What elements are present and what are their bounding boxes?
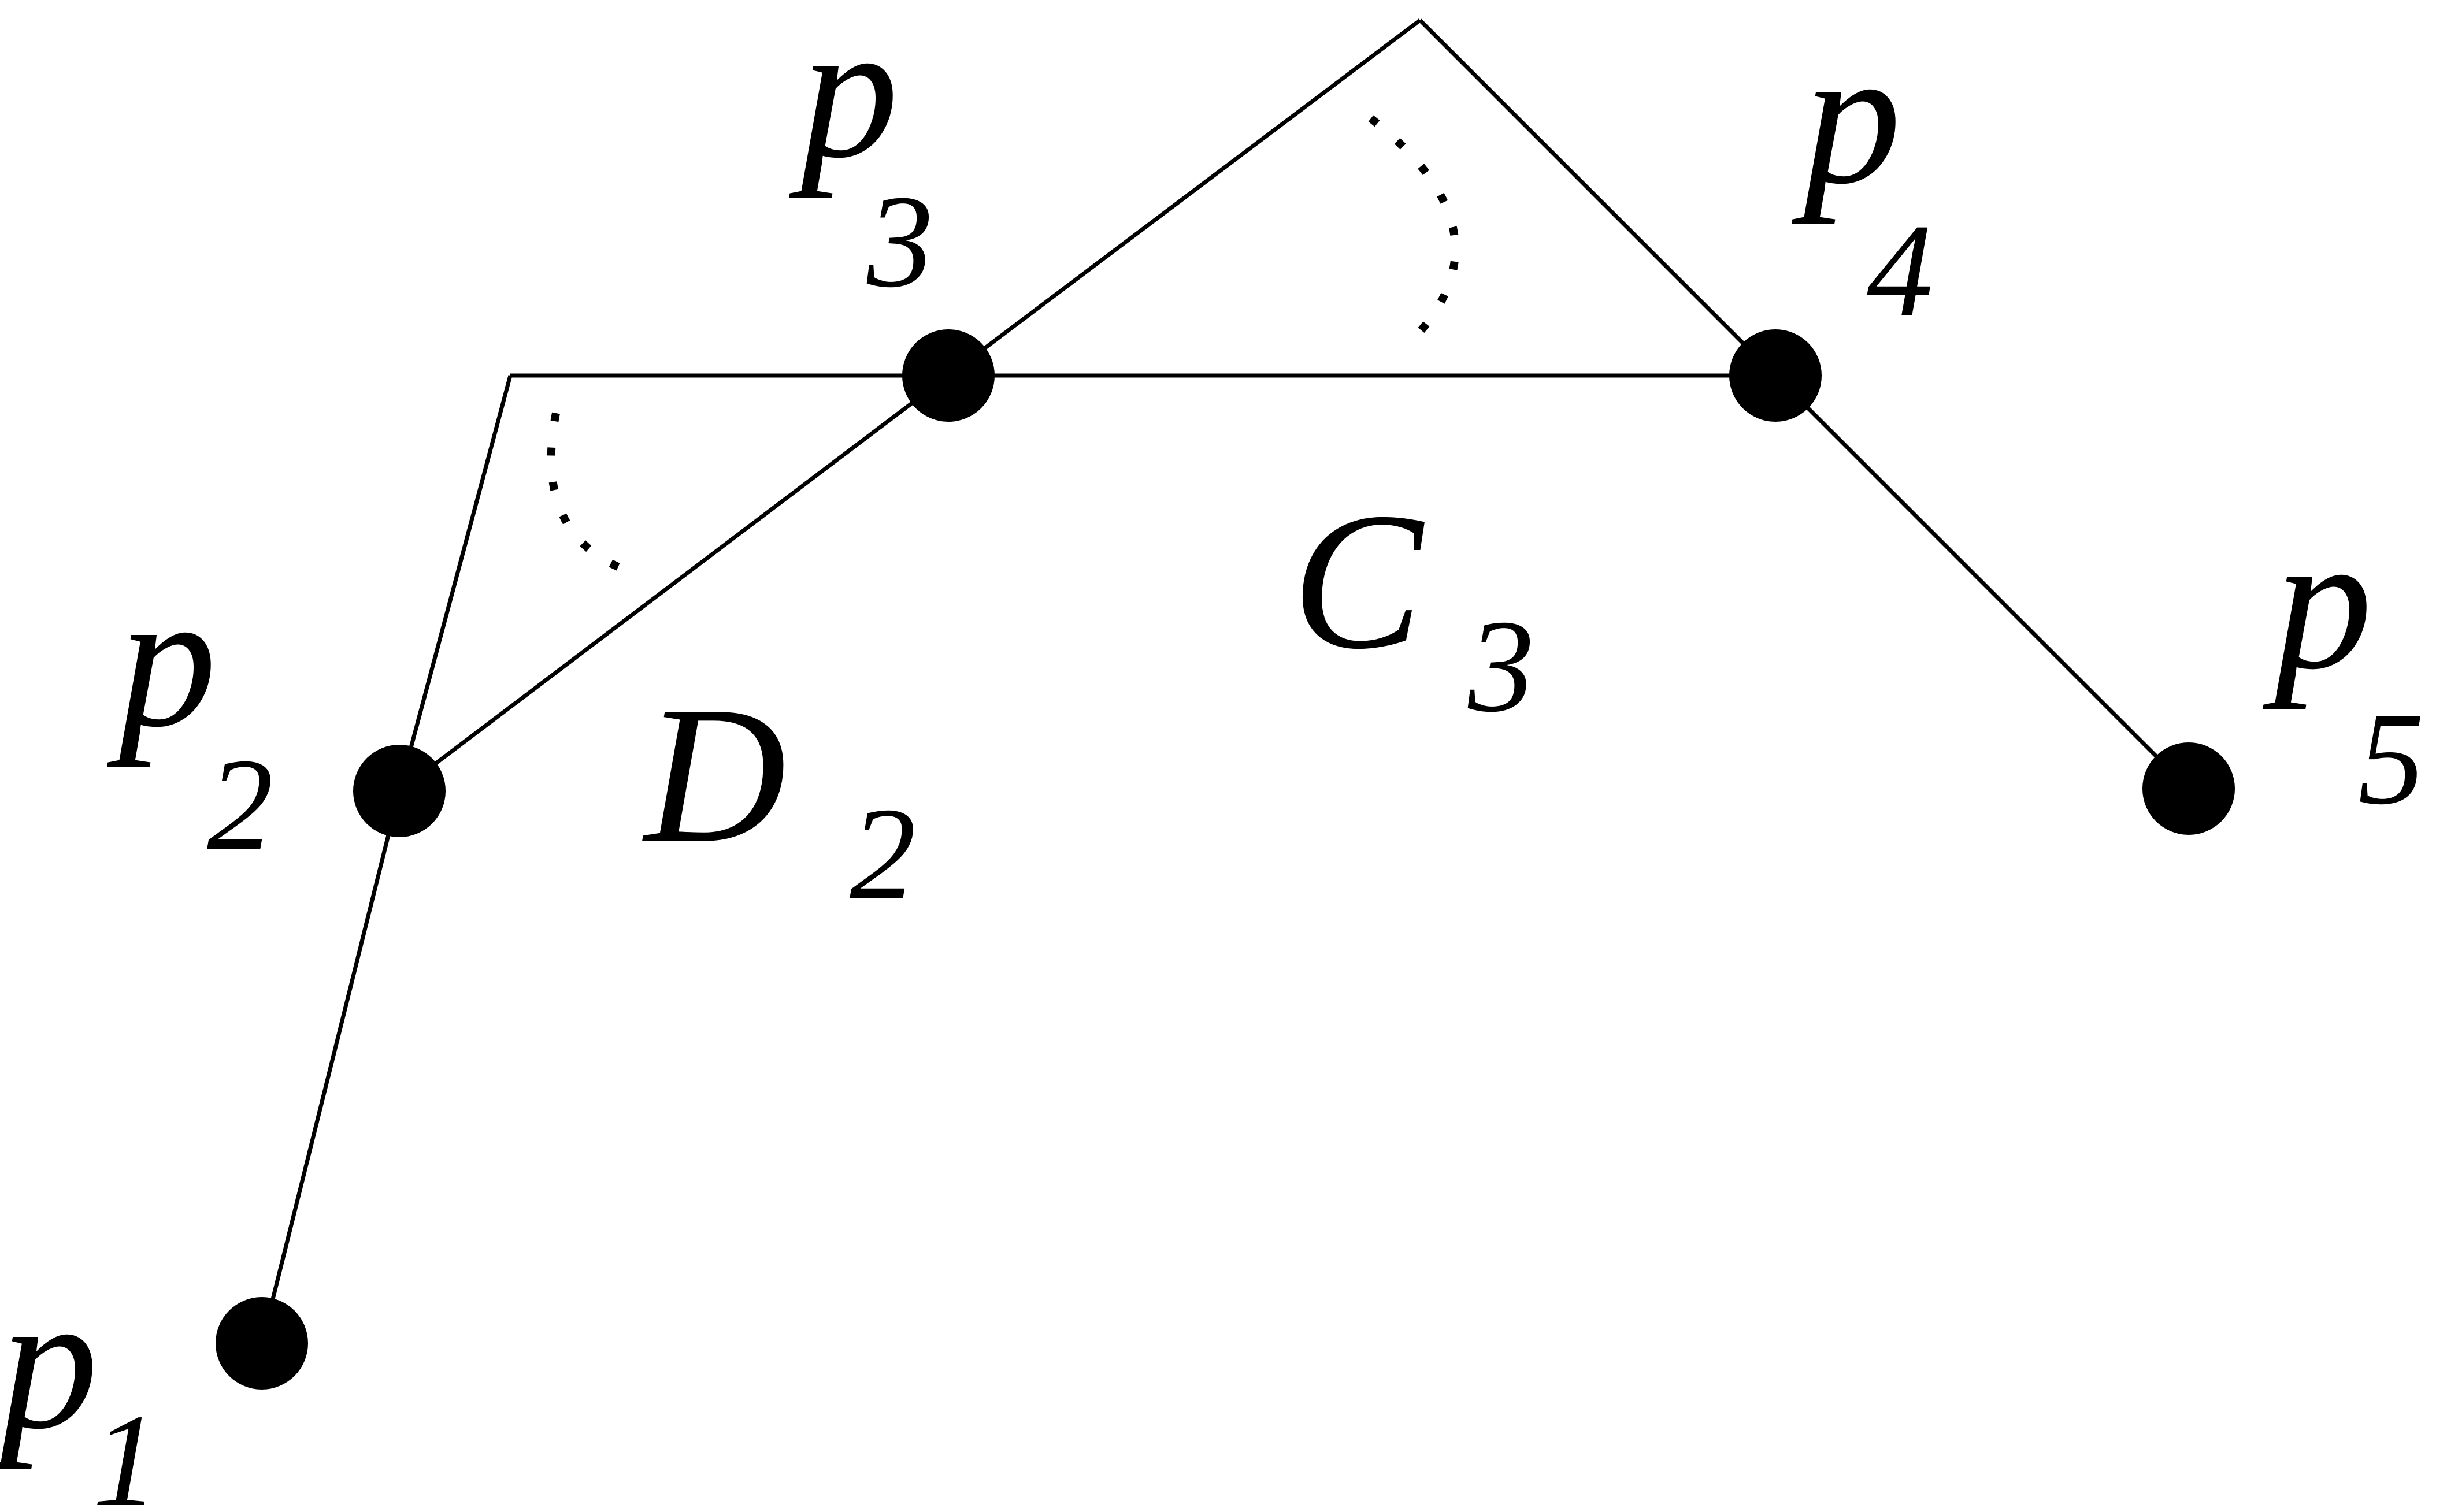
vertex-p5 [2142, 742, 2235, 835]
label-p2: p 2 [106, 550, 273, 878]
edge-p4-p5 [1774, 374, 2190, 790]
cone-c3-extension-from-p4 [1418, 18, 1777, 377]
label-p5: p 5 [2262, 492, 2424, 832]
vertex-p2 [353, 745, 446, 837]
label-p1: p 1 [0, 1252, 159, 1512]
label-p5-letter: p [2262, 492, 2372, 710]
label-p5-subscript: 5 [2358, 685, 2424, 832]
edge-p1-p2 [259, 790, 402, 1344]
label-p4-subscript: 4 [1867, 196, 1933, 344]
cone-c3-extension-from-p3 [947, 18, 1422, 377]
label-c3-subscript: 3 [1467, 592, 1534, 740]
label-p3-letter: p [788, 0, 899, 199]
vertex-p3 [902, 329, 995, 422]
angle-arc-d2 [547, 412, 633, 576]
label-p2-letter: p [106, 550, 217, 768]
label-p3-subscript: 3 [866, 168, 933, 315]
label-p2-subscript: 2 [207, 731, 273, 878]
label-d2: D 2 [642, 666, 916, 927]
edge-p2-p3 [398, 374, 950, 793]
label-p3: p 3 [788, 0, 933, 315]
angle-arc-c3 [1368, 115, 1459, 341]
vertex-p1 [216, 1297, 308, 1390]
label-c3-letter: C [1292, 472, 1427, 690]
label-p4: p 4 [1791, 7, 1933, 344]
cone-d2-extension-from-p2 [397, 375, 513, 792]
label-d2-letter: D [642, 666, 787, 883]
vertex-p4 [1729, 329, 1822, 422]
label-p4-letter: p [1791, 7, 1901, 225]
label-d2-subscript: 2 [850, 780, 916, 927]
label-c3: C 3 [1292, 472, 1534, 740]
label-p1-letter: p [0, 1252, 98, 1470]
label-p1-subscript: 1 [92, 1387, 159, 1512]
